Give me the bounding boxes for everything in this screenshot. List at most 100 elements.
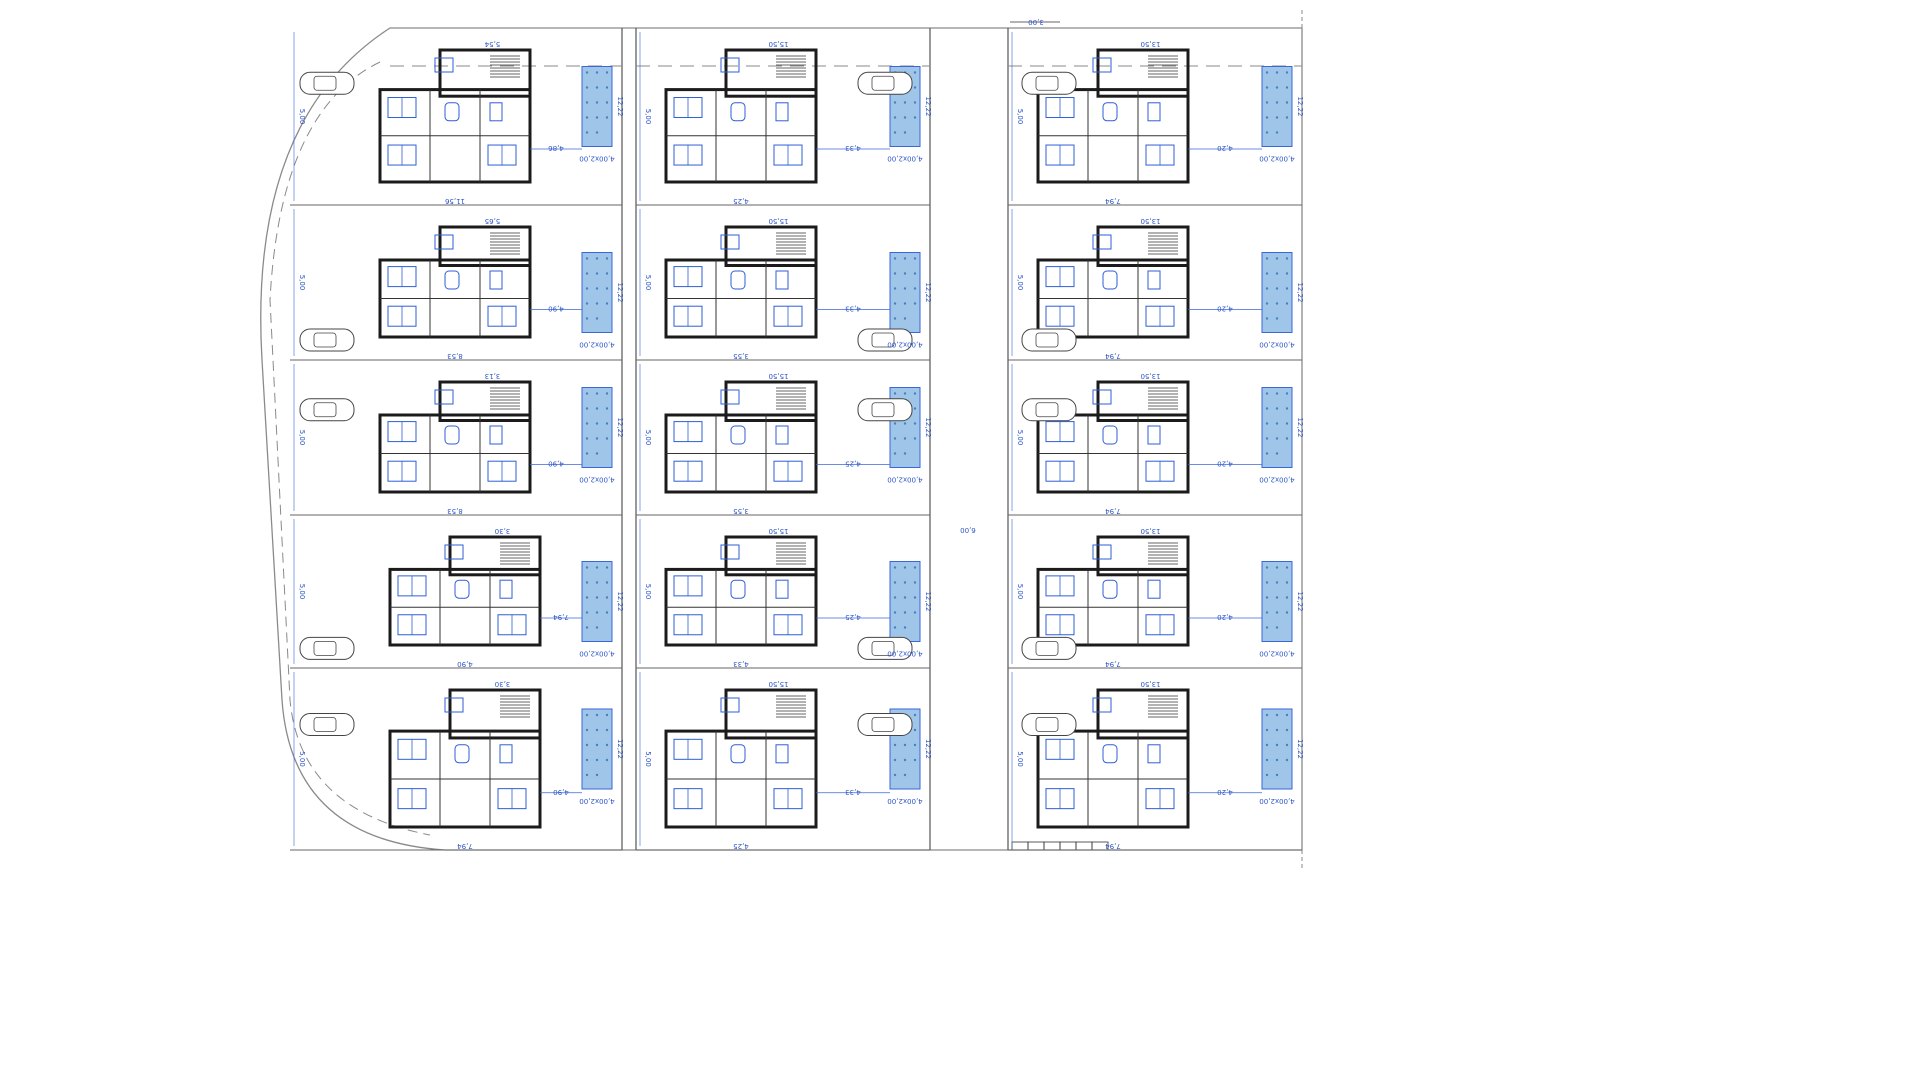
side-dim-label: 8,53	[447, 352, 463, 360]
car-roof	[313, 332, 337, 348]
front-dim-label: 4,90	[548, 460, 564, 468]
bath	[720, 697, 740, 713]
front-dim-label: 4,33	[845, 305, 861, 313]
pool-hatch-dot	[903, 611, 907, 614]
dining-table	[1102, 744, 1118, 764]
house	[1036, 535, 1190, 647]
road-width-label: 6,00	[960, 526, 976, 534]
car	[857, 636, 913, 660]
pool-dim-label: 12,22	[924, 96, 932, 116]
dining-table	[730, 425, 746, 445]
sofa	[1147, 744, 1161, 764]
pool-hatch-dot	[893, 272, 897, 275]
bath	[1092, 389, 1112, 405]
pool-hatch-dot	[595, 86, 599, 89]
pool-size-label: 4,00x2,00	[1259, 797, 1294, 805]
dining-table	[1102, 270, 1118, 290]
pool-hatch-dot	[605, 71, 609, 74]
sofa	[775, 102, 789, 122]
pool-dim-label: 12,22	[1296, 739, 1304, 759]
pool-hatch-dot	[893, 596, 897, 599]
pool-dim-label: 12,22	[616, 739, 624, 759]
pool-size-label: 4,00x2,00	[887, 155, 922, 163]
house-wall-upper	[724, 48, 818, 98]
pool-hatch-dot	[1265, 596, 1269, 599]
pool-hatch-dot	[585, 272, 589, 275]
house-wall-upper	[724, 688, 818, 740]
dining-table	[1102, 102, 1118, 122]
car	[857, 713, 913, 736]
pool-hatch-dot	[595, 392, 599, 395]
pool-hatch-dot	[585, 452, 589, 455]
pool-hatch-dot	[585, 422, 589, 425]
pool-hatch-dot	[1285, 257, 1289, 260]
pool-hatch-dot	[1265, 626, 1269, 629]
street-dim-label: 5,00	[298, 430, 306, 446]
pool-hatch-dot	[605, 287, 609, 290]
pool-hatch-dot	[1265, 611, 1269, 614]
side-dim-label: 11,56	[444, 197, 465, 205]
pool-hatch-dot	[1285, 713, 1289, 717]
car-roof	[313, 75, 337, 91]
pool-hatch-dot	[1275, 566, 1279, 569]
pool-dim-label: 12,22	[924, 739, 932, 759]
pool-hatch-dot	[903, 422, 907, 425]
pool-hatch-dot	[1285, 272, 1289, 275]
car-roof	[871, 332, 895, 348]
pool-hatch-dot	[1265, 452, 1269, 455]
sofa	[499, 744, 513, 764]
pool-hatch-dot	[585, 626, 589, 629]
plot	[636, 519, 930, 669]
pool	[581, 561, 613, 642]
top-dim-label: 3,30	[495, 680, 511, 688]
pool-hatch-dot	[1265, 758, 1269, 762]
pool-hatch-dot	[893, 437, 897, 440]
pool-hatch-dot	[605, 86, 609, 89]
bath	[1092, 57, 1112, 73]
pool-hatch-dot	[585, 728, 589, 732]
top-dim-label: 15,50	[768, 217, 788, 225]
sofa	[775, 744, 789, 764]
sofa	[775, 579, 789, 599]
pool-hatch-dot	[1275, 611, 1279, 614]
car-roof	[871, 717, 895, 732]
pool-hatch-dot	[585, 713, 589, 717]
top-dim-label: 13,50	[1140, 372, 1160, 380]
street-dim-label: 5,00	[1016, 109, 1024, 125]
pool-hatch-dot	[585, 317, 589, 320]
bath	[434, 57, 454, 73]
dining-table	[454, 579, 470, 599]
pool-hatch-dot	[605, 611, 609, 614]
plot	[290, 672, 622, 851]
car-roof	[1035, 641, 1059, 656]
pool-hatch-dot	[893, 626, 897, 629]
pool-hatch-dot	[903, 317, 907, 320]
pool-hatch-dot	[585, 116, 589, 119]
pool-size-label: 4,00x2,00	[1259, 650, 1294, 658]
sofa	[499, 579, 513, 599]
house-wall-upper	[1096, 48, 1190, 98]
front-dim-label: 4,25	[845, 460, 861, 468]
pool-hatch-dot	[893, 566, 897, 569]
pool-hatch-dot	[903, 392, 907, 395]
street-dim-label: 5,00	[1016, 275, 1024, 291]
pool-size-label: 4,00x2,00	[1259, 155, 1294, 163]
top-dim-label: 3,13	[485, 372, 501, 380]
car	[299, 713, 355, 736]
pool-hatch-dot	[1285, 407, 1289, 410]
house-wall-upper	[448, 688, 542, 740]
top-dim-label: 13,50	[1140, 680, 1160, 688]
pool-hatch-dot	[585, 437, 589, 440]
pool-hatch-dot	[605, 758, 609, 762]
plot	[636, 32, 930, 206]
house-wall-upper	[1096, 225, 1190, 267]
pool-hatch-dot	[913, 611, 917, 614]
side-dim-label: 8,53	[447, 507, 463, 515]
pool-hatch-dot	[913, 596, 917, 599]
pool	[581, 708, 613, 790]
house-wall-upper	[1096, 688, 1190, 740]
pool-hatch-dot	[1275, 101, 1279, 104]
pool-hatch-dot	[903, 116, 907, 119]
car	[1021, 398, 1077, 422]
street-dim-label: 5,00	[644, 109, 652, 125]
